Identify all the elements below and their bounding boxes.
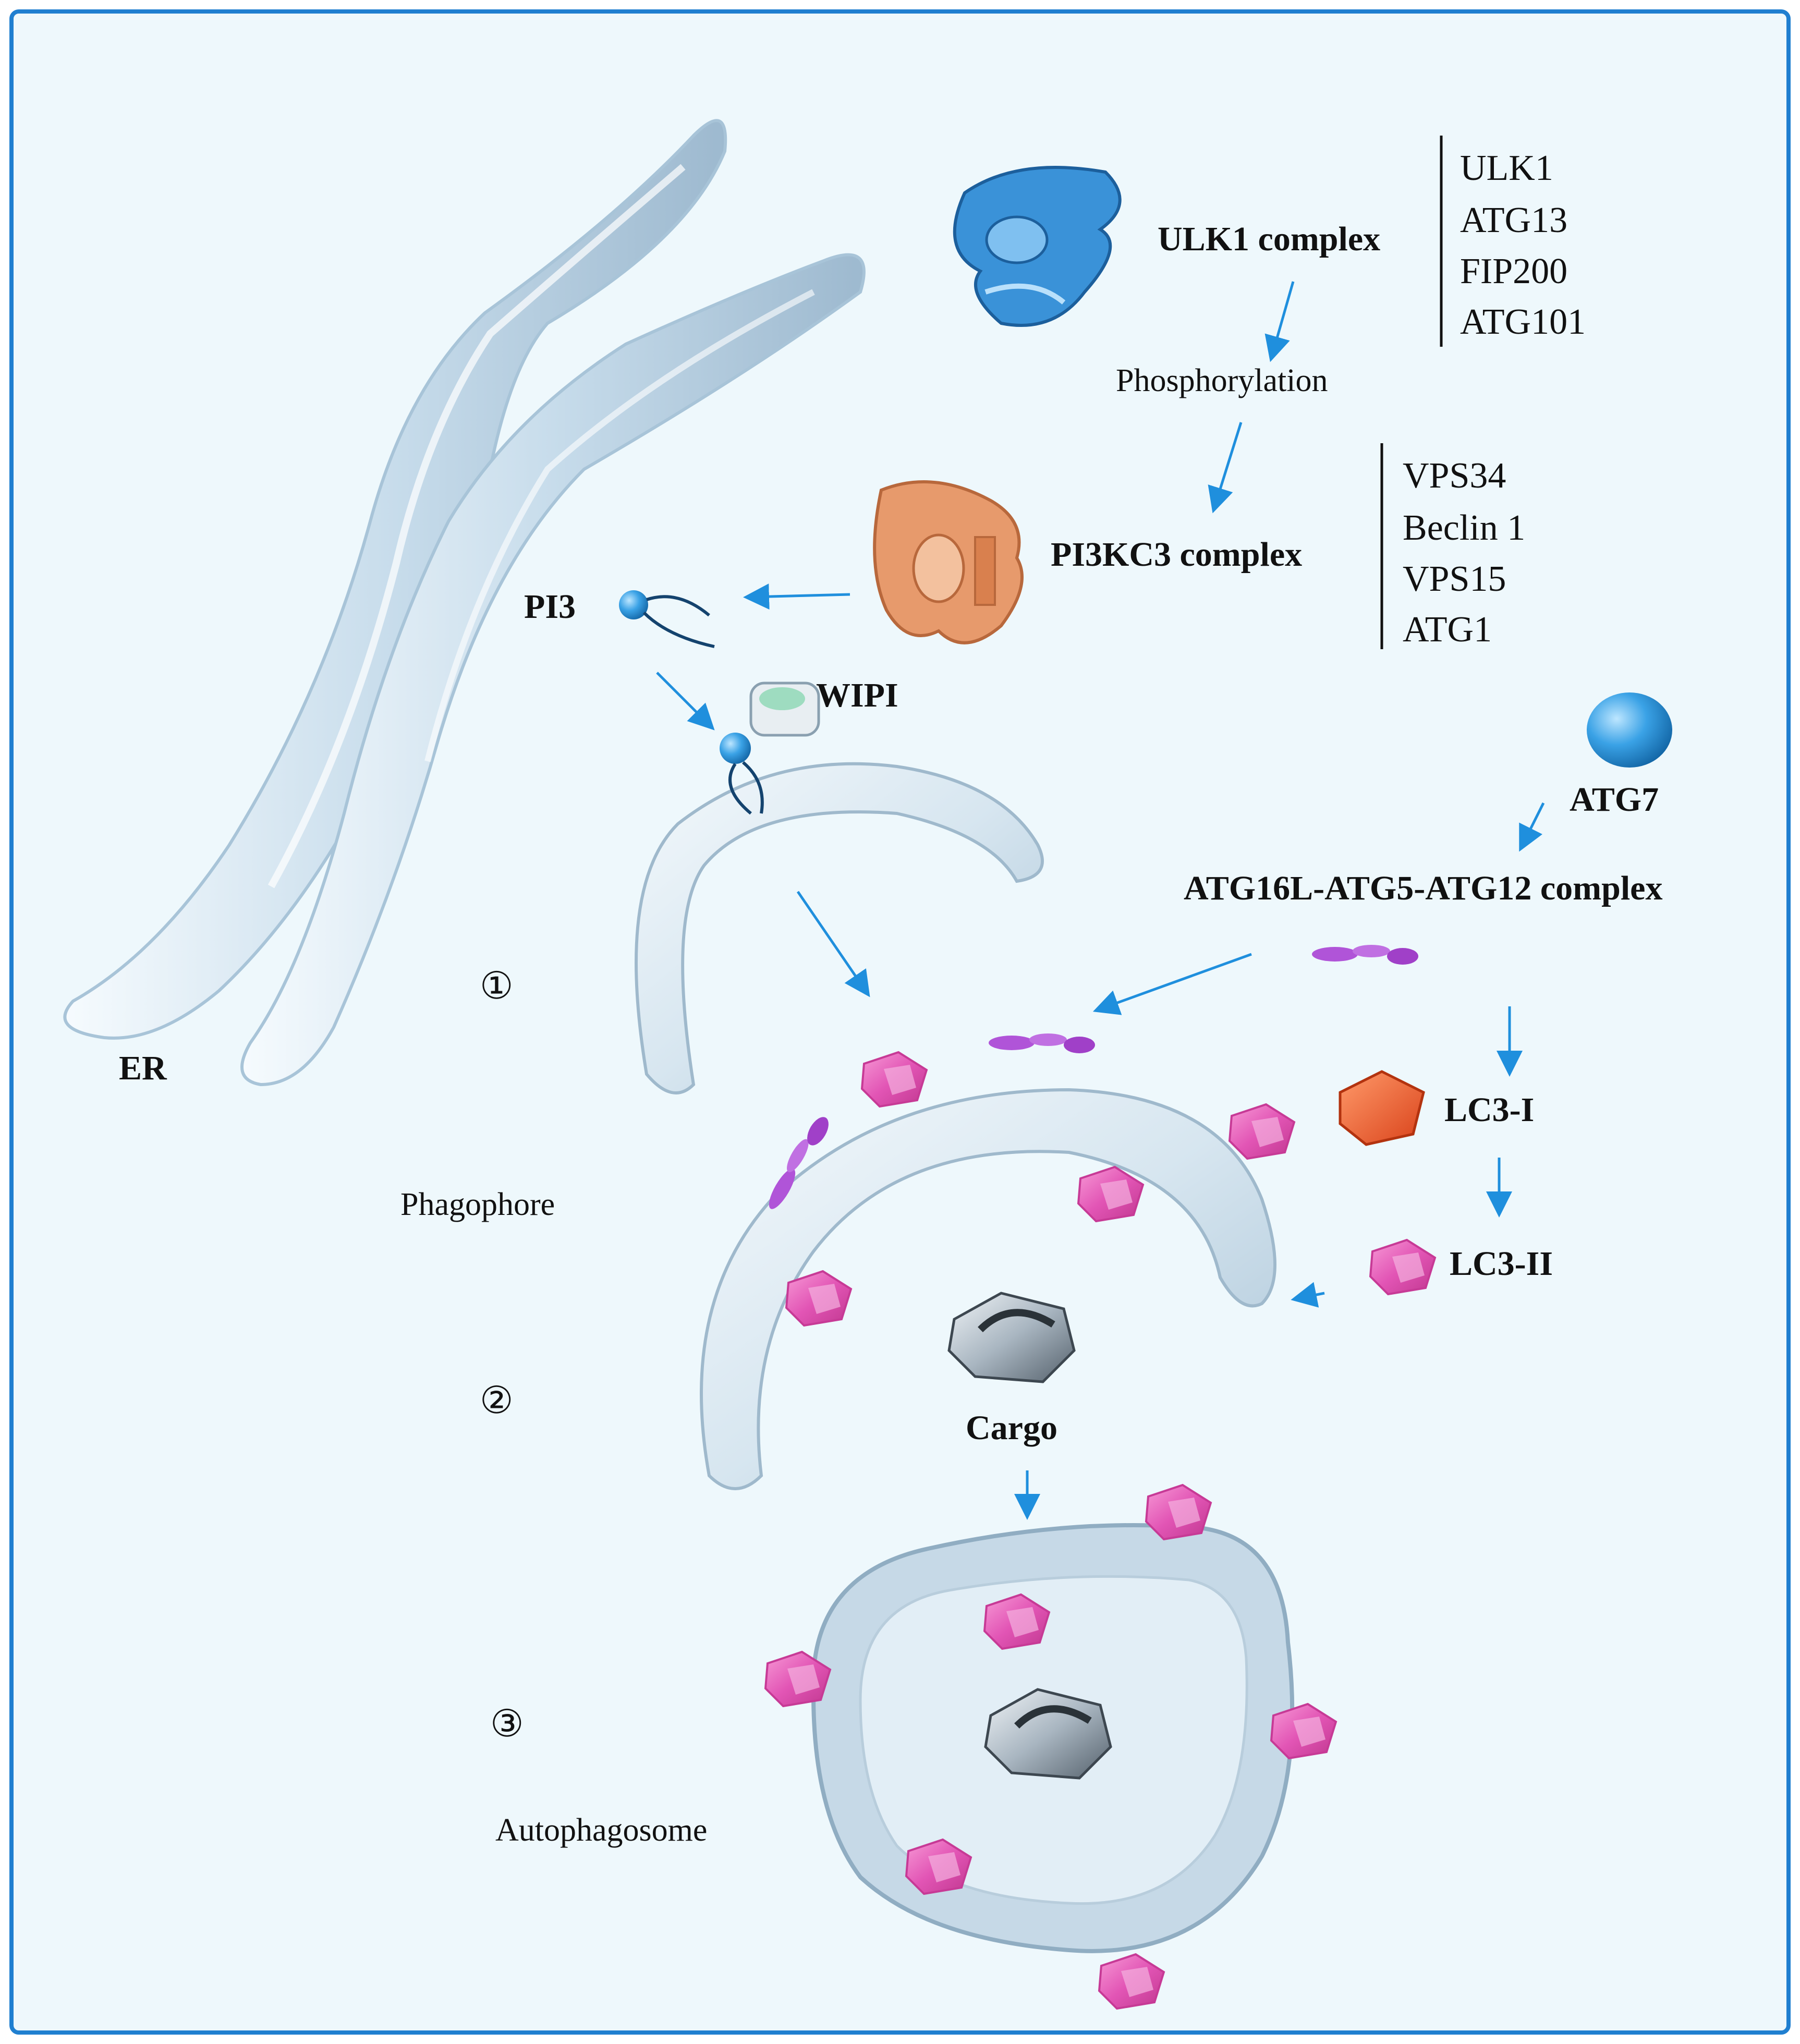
pi3-molecule xyxy=(619,590,715,648)
arrow-ulk1-phosphorylation xyxy=(1264,281,1295,362)
arrow-phosphorylation-pi3kc3 xyxy=(1208,422,1243,514)
step-3-marker: ③ xyxy=(490,1703,524,1745)
lc3-ii-label: LC3-II xyxy=(1450,1245,1553,1283)
lc3-i-label: LC3-I xyxy=(1444,1091,1534,1129)
ulk1-member: ATG101 xyxy=(1460,302,1586,342)
pi3kc3-member: VPS15 xyxy=(1403,559,1506,599)
pi3kc3-complex-label: PI3KC3 complex xyxy=(1051,536,1302,574)
step-2-marker: ② xyxy=(480,1380,514,1421)
phagophore-stage1 xyxy=(635,733,1044,1094)
atg7-shape xyxy=(1587,692,1672,768)
ulk1-complex-shape xyxy=(953,166,1122,327)
cargo-label: Cargo xyxy=(966,1409,1057,1447)
pi3kc3-member: ATG1 xyxy=(1403,610,1492,650)
pi3kc3-complex-shape xyxy=(873,480,1024,644)
atg16l-complex-label: ATG16L-ATG5-ATG12 complex xyxy=(1184,869,1662,907)
er-label: ER xyxy=(119,1049,167,1087)
arrow-pi3kc3-pi3 xyxy=(743,583,850,610)
wipi-label: WIPI xyxy=(816,676,898,714)
phagophore-label: Phagophore xyxy=(400,1187,555,1222)
pi3kc3-member: VPS34 xyxy=(1403,456,1506,496)
arrow-atg7-complex xyxy=(1519,802,1545,852)
pi3-label: PI3 xyxy=(524,588,576,626)
atg7-label: ATG7 xyxy=(1570,781,1659,819)
arrow-lc3ii-membrane xyxy=(1291,1282,1325,1308)
cargo-shape xyxy=(947,1292,1076,1383)
phosphorylation-label: Phosphorylation xyxy=(1116,363,1328,398)
ulk1-member: FIP200 xyxy=(1460,251,1567,291)
ulk1-member: ATG13 xyxy=(1460,200,1567,240)
ulk1-member: ULK1 xyxy=(1460,148,1553,188)
step-1-marker: ① xyxy=(480,965,514,1007)
arrow-phagophore-step1 xyxy=(796,891,870,997)
ulk1-complex-label: ULK1 complex xyxy=(1158,220,1380,258)
lc3-i-shape xyxy=(1339,1070,1425,1146)
arrow-pi3-wipi xyxy=(656,672,715,731)
autophagosome-label: Autophagosome xyxy=(495,1812,707,1848)
wipi-shape xyxy=(749,682,820,737)
cargo-inner-shape xyxy=(984,1688,1112,1780)
pi3kc3-member: Beclin 1 xyxy=(1403,508,1525,548)
arrow-complex-membrane xyxy=(1092,953,1252,1015)
er-structure xyxy=(63,119,866,1087)
